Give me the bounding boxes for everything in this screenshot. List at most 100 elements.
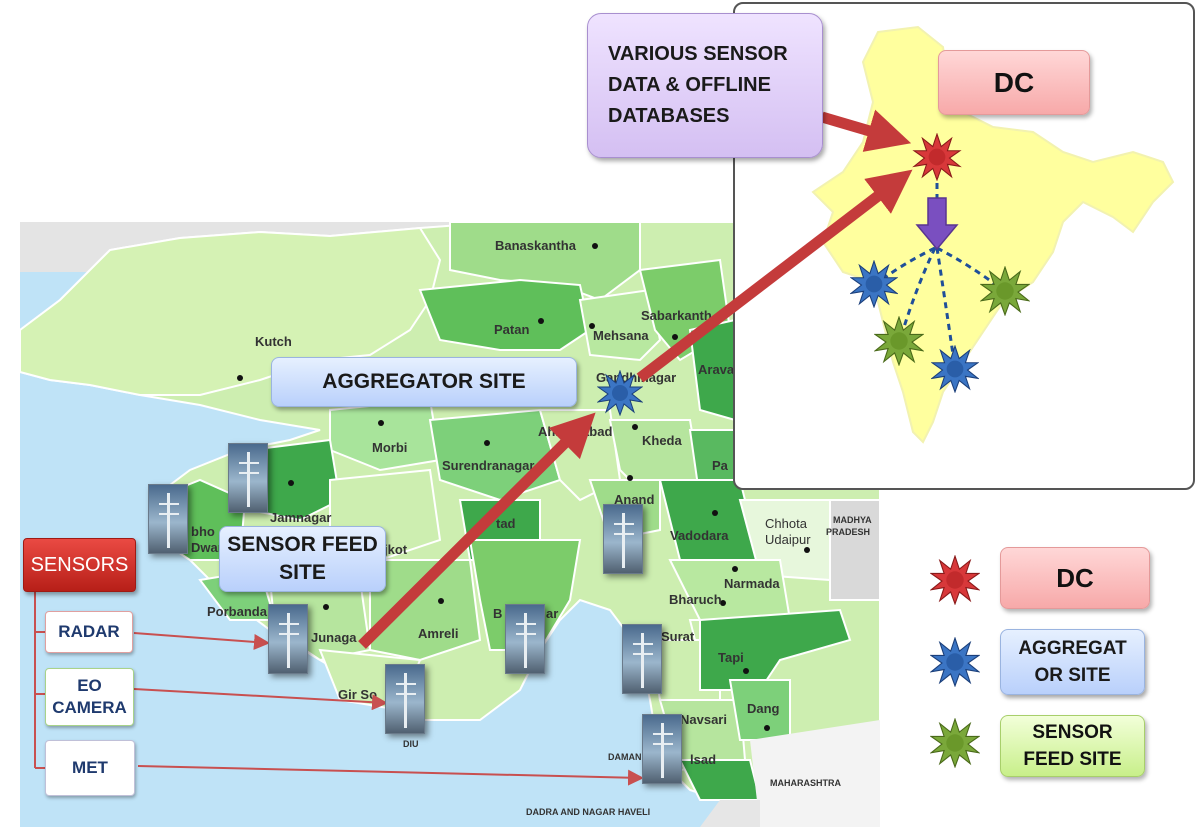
various-line-1: VARIOUS SENSOR (608, 43, 788, 65)
district-label: Bharuch (669, 592, 722, 607)
district-label: Jamnagar (270, 510, 332, 525)
legend-aggregator-star-icon (930, 637, 980, 687)
district-label: MAHARASHTRA (770, 778, 841, 788)
sensor-tower-image (603, 504, 643, 574)
district-label: Sabarkanth (641, 308, 712, 323)
district-label: Porbanda (207, 604, 267, 619)
district-label: Tapi (718, 650, 744, 665)
legend-aggregator-box: AGGREGAT OR SITE (1000, 629, 1145, 695)
district-label: Amreli (418, 626, 459, 641)
dc-star (912, 133, 962, 181)
district-dot (484, 440, 490, 446)
various-sensor-data-box: VARIOUS SENSOR DATA & OFFLINE DATABASES (587, 13, 823, 158)
district-label: DADRA AND NAGAR HAVELI (526, 807, 651, 817)
district-label: Morbi (372, 440, 408, 455)
sensor-feed-line-2: SITE (279, 561, 326, 584)
sensor-radar-label: RADAR (58, 622, 120, 641)
district-dot (288, 480, 294, 486)
legend-dc-box: DC (1000, 547, 1150, 609)
sensor-feed-site-box: SENSOR FEED SITE (219, 526, 386, 592)
district-dot (632, 424, 638, 430)
district-label: Junaga (311, 630, 357, 645)
various-line-2: DATA & OFFLINE (608, 74, 771, 96)
district-dot (323, 604, 329, 610)
district-label: jkot (384, 542, 408, 557)
district-dot (592, 243, 598, 249)
district-label: Gandhinagar (596, 370, 677, 385)
district-label: lsad (690, 752, 717, 767)
sensor-radar: RADAR (45, 611, 133, 653)
district-label: bho (191, 524, 215, 539)
sensor-feed-line-1: SENSOR FEED (227, 533, 378, 556)
district-dot (732, 566, 738, 572)
sensor-eo-line-2: CAMERA (52, 698, 127, 717)
sensor-tower-image (228, 443, 268, 513)
district-dot (720, 600, 726, 606)
district-dot (743, 668, 749, 674)
district-label: Vadodara (670, 528, 729, 543)
district-dot (627, 475, 633, 481)
legend-dc-star-icon (930, 555, 980, 605)
district-dot (804, 547, 810, 553)
sensor-tower-image (642, 714, 682, 784)
district-dot (764, 725, 770, 731)
sensors-header: SENSORS (23, 538, 136, 592)
district-label: Kutch (255, 334, 292, 349)
district-dot (712, 510, 718, 516)
district-label: Patan (494, 322, 530, 337)
dc-box: DC (938, 50, 1090, 115)
aggregator-site-star (597, 370, 643, 416)
legend-sensor-feed-box: SENSOR FEED SITE (1000, 715, 1145, 777)
district-label: Surat (661, 629, 695, 644)
district-label: Chhota (765, 516, 807, 531)
district-label: B (493, 606, 503, 621)
district-label: Navsari (680, 712, 727, 727)
district-label: Narmada (724, 576, 780, 591)
sensor-tower-image (268, 604, 308, 674)
aggregator-site-box: AGGREGATOR SITE (271, 357, 577, 407)
district-dot (538, 318, 544, 324)
district-label: Kheda (642, 433, 682, 448)
legend-sensor-feed-line-2: FEED SITE (1023, 749, 1122, 770)
district-label: Surendranagar (442, 458, 535, 473)
district-dot (589, 323, 595, 329)
district-label: PRADESH (826, 527, 871, 537)
district-label: Udaipur (765, 532, 811, 547)
sensor-met-label: MET (72, 758, 108, 777)
district-label: Mehsana (593, 328, 649, 343)
sensor-eo-camera: EO CAMERA (45, 668, 134, 726)
aggregator-site-label: AGGREGATOR SITE (322, 370, 526, 393)
sensor-tower-image (148, 484, 188, 554)
various-line-3: DATABASES (608, 105, 730, 127)
aggregator-star (850, 260, 898, 308)
district-label: Gir So (338, 687, 378, 702)
sensor-feed-star (980, 266, 1030, 316)
sensor-eo-line-1: EO (77, 676, 102, 695)
district-label: tad (496, 516, 516, 531)
legend-dc-label: DC (1056, 562, 1094, 593)
district-label: Dwar (191, 540, 223, 555)
sensor-feed-star (874, 316, 924, 366)
district-label: Arava (698, 362, 735, 377)
legend-aggregator-line-1: AGGREGAT (1018, 638, 1127, 659)
legend-sensor-feed-star-icon (930, 718, 980, 768)
sensor-tower-image (505, 604, 545, 674)
district-dot (438, 598, 444, 604)
sensor-tower-image (622, 624, 662, 694)
sensor-met: MET (45, 740, 135, 796)
district-label: Dang (747, 701, 780, 716)
district-dot (237, 375, 243, 381)
dc-label: DC (993, 66, 1035, 98)
district-label: MADHYA (833, 515, 872, 525)
district-dot (672, 334, 678, 340)
sensor-tower-image (385, 664, 425, 734)
district-label: ar (546, 606, 559, 621)
aggregator-star (931, 345, 979, 393)
district-label: Anand (614, 492, 655, 507)
district-label: DAMAN (608, 752, 642, 762)
district-label: DIU (403, 739, 419, 749)
legend-sensor-feed-line-1: SENSOR (1032, 722, 1113, 743)
legend-aggregator-line-2: OR SITE (1034, 665, 1111, 686)
district-label: Banaskantha (495, 238, 576, 253)
